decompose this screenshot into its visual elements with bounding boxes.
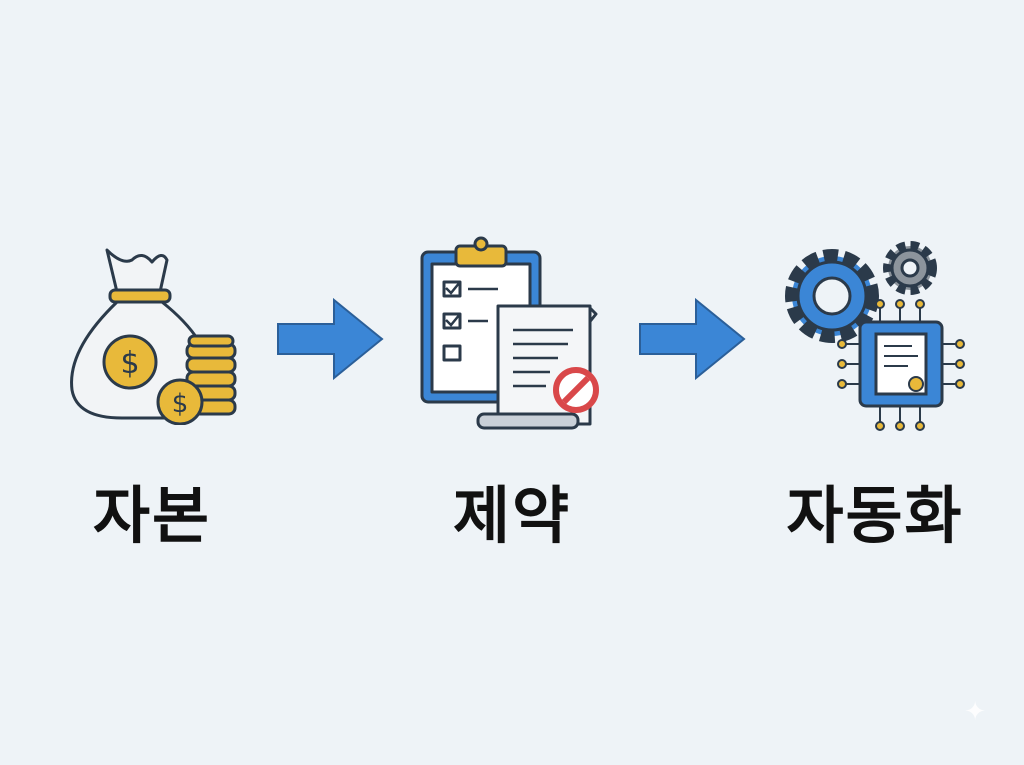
arrow-right-icon (639, 298, 746, 380)
step-label-automation: 자동화 (786, 479, 964, 552)
sparkle-icon: ✦ (964, 697, 986, 727)
step-label-constraint: 제약 (452, 479, 572, 552)
clipboard-contract-icon (420, 236, 599, 430)
arrow-right-icon (277, 298, 384, 380)
svg-text:$: $ (120, 346, 139, 381)
step-label-capital: 자본 (92, 479, 212, 552)
svg-text:$: $ (172, 389, 189, 419)
gears-chip-icon (785, 241, 965, 431)
money-bag-icon: $ $ (70, 248, 237, 425)
